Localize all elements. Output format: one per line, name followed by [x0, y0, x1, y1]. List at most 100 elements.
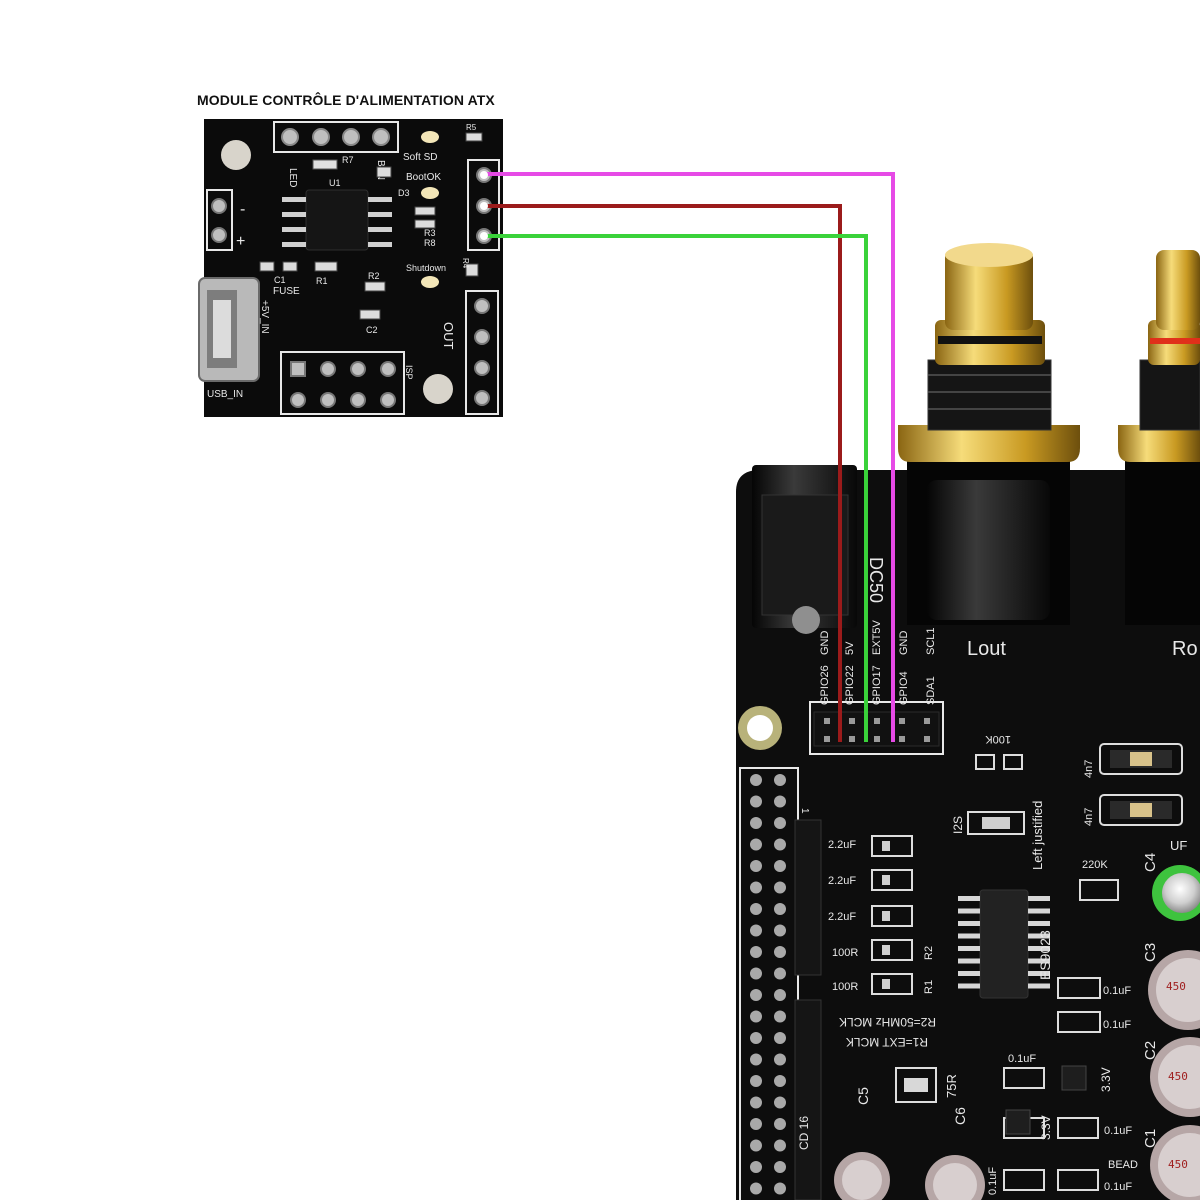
- wire-5v: [484, 204, 842, 742]
- label-u1: U1: [329, 178, 341, 188]
- label-cap01-6: 0.1uF: [987, 1167, 999, 1195]
- gpio-hole: [774, 774, 786, 786]
- gpio-hole: [774, 1075, 786, 1087]
- svg-text:450: 450: [1168, 1158, 1188, 1171]
- chip-pin: [958, 983, 980, 989]
- cap-c5: [834, 1152, 890, 1200]
- mount-hole-top: [221, 140, 251, 170]
- label-c2: C2: [1142, 1041, 1159, 1060]
- label-r4: R4: [461, 258, 470, 269]
- cap-c6: [925, 1155, 985, 1200]
- pin-bottom-0: GPIO26: [819, 665, 831, 705]
- cap-c3: 450: [1148, 950, 1200, 1030]
- wires: [484, 172, 895, 742]
- gpio-hole: [774, 1182, 786, 1195]
- gpio-hole: [774, 1118, 786, 1130]
- resistor-75r: [895, 1067, 937, 1103]
- label-100k: 100K: [985, 733, 1011, 745]
- chip-pin: [958, 908, 980, 914]
- module-chip-u1: [305, 189, 369, 251]
- gpio-hole: [750, 903, 762, 915]
- label-cap01-4: 0.1uF: [1104, 1125, 1132, 1137]
- gpio-hole: [750, 924, 762, 937]
- gpio-hole: [750, 860, 762, 872]
- label-cap01-5: 0.1uF: [1104, 1181, 1132, 1193]
- pin-bottom-3: GPIO4: [898, 671, 910, 705]
- label-75r: 75R: [944, 1074, 959, 1098]
- label-100r-2: 100R: [832, 981, 858, 993]
- label-c6: C6: [952, 1107, 968, 1125]
- svg-text:450: 450: [1168, 1070, 1188, 1083]
- label-c5: C5: [855, 1087, 871, 1105]
- power-pins: [206, 189, 233, 251]
- label-rout: Ro: [1172, 638, 1198, 660]
- label-soft-sd: Soft SD: [403, 152, 437, 163]
- pin-top-0: GND: [819, 631, 831, 656]
- gpio-hole: [750, 989, 762, 1001]
- atx-module: LED BTN U1 R7 Soft SD BootOK D3 R3 R8 Sh…: [198, 119, 503, 417]
- label-3v3-1: 3.3V: [1099, 1067, 1113, 1092]
- label-3v3-2: 3.3V: [1039, 1115, 1053, 1140]
- mount-hole-bottom: [423, 374, 453, 404]
- gpio-hole: [774, 1161, 786, 1173]
- gpio-hole: [774, 1010, 786, 1023]
- gpio-hole: [774, 881, 786, 894]
- gpio-hole: [750, 946, 762, 958]
- gpio-connector-upper: [794, 819, 822, 976]
- wire-gpio4: [484, 172, 895, 742]
- chip-pin: [1028, 933, 1050, 939]
- gpio-hole: [750, 1096, 762, 1109]
- gpio-hole: [750, 1032, 762, 1044]
- chip-pin: [958, 946, 980, 951]
- label-usb-in: USB_IN: [207, 389, 243, 400]
- rca-left-jack: [898, 243, 1080, 625]
- dac-chip: [979, 889, 1029, 999]
- label-c3: C3: [1142, 943, 1159, 962]
- gpio-hole: [774, 838, 786, 851]
- label-one: 1: [799, 808, 810, 814]
- label-uf: UF: [1170, 838, 1187, 853]
- led-btn-header: [273, 121, 399, 153]
- diagram-title: MODULE CONTRÔLE D'ALIMENTATION ATX: [197, 92, 495, 108]
- gpio-hole: [750, 774, 762, 786]
- gpio-hole: [774, 860, 786, 872]
- cap-4n7-a: [1099, 743, 1183, 775]
- label-minus: -: [240, 201, 245, 218]
- chip-pin: [1028, 921, 1050, 926]
- label-4n7-b: 4n7: [1083, 808, 1095, 826]
- label-cap01-2: 0.1uF: [1103, 1019, 1131, 1031]
- label-c4: C4: [1142, 853, 1159, 872]
- pin-top-2: EXT5V: [871, 619, 883, 655]
- label-cap22-2: 2.2uF: [828, 875, 856, 887]
- label-boot-ok: BootOK: [406, 172, 441, 183]
- gpio-hole: [774, 1096, 786, 1109]
- gpio-hole: [774, 989, 786, 1001]
- gpio-40pin-outline: [739, 767, 799, 1200]
- label-chip: ES9023: [1037, 930, 1053, 980]
- small-caps-column: 2.2uF 2.2uF 2.2uF 100R 100R R2 R1: [828, 835, 935, 995]
- gpio-hole: [774, 924, 786, 937]
- svg-text:450: 450: [1166, 980, 1186, 993]
- gpio-header-outline: [809, 701, 944, 755]
- chip-pin: [1028, 896, 1050, 901]
- label-lout: Lout: [967, 638, 1006, 660]
- chip-pin: [1028, 946, 1050, 951]
- chip-pin: [958, 933, 980, 939]
- pin-labels: GND 5V EXT5V GND SCL1 GPIO26 GPIO22 GPIO…: [819, 619, 937, 705]
- label-r3: R3: [424, 228, 436, 238]
- chip-pin: [1028, 971, 1050, 976]
- label-shutdown: Shutdown: [406, 263, 446, 273]
- gpio-hole: [774, 903, 786, 915]
- gpio-hole: [774, 1139, 786, 1152]
- gpio-hole: [774, 1032, 786, 1044]
- label-mclk2: R1=EXT MCLK: [846, 1035, 928, 1049]
- gpio-40pin-holes: [750, 774, 786, 1195]
- gpio-hole: [774, 967, 786, 980]
- label-5v-in: +5V_IN: [259, 300, 270, 334]
- gpio-hole: [774, 795, 786, 808]
- label-i2s: I2S: [951, 816, 965, 834]
- label-plus: +: [236, 233, 245, 250]
- gpio-hole: [750, 795, 762, 808]
- label-out: OUT: [441, 322, 456, 350]
- pin-top-3: GND: [898, 631, 910, 656]
